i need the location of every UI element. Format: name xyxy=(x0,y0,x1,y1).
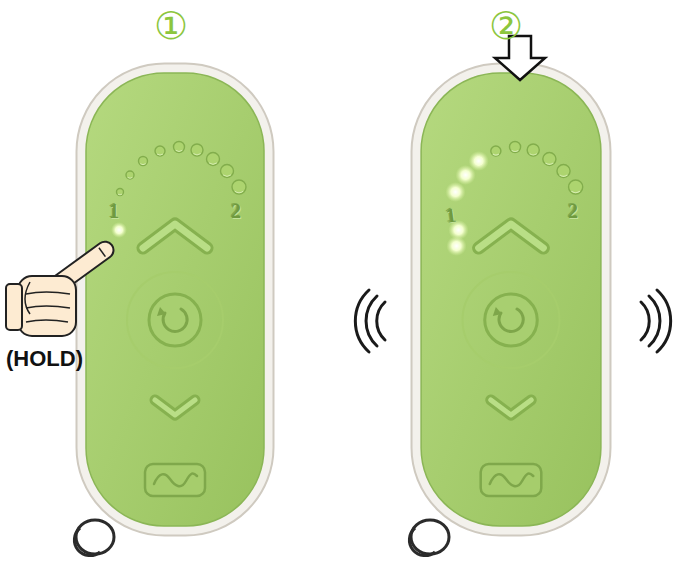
led xyxy=(557,165,570,178)
led-highlight xyxy=(209,163,217,164)
led-glow xyxy=(446,236,466,256)
led xyxy=(543,153,556,166)
vibrate-button xyxy=(145,464,205,496)
remote-face xyxy=(421,73,601,526)
led xyxy=(232,180,246,194)
center-button xyxy=(485,294,538,346)
remote-outline xyxy=(410,62,612,537)
led-highlight xyxy=(545,163,553,164)
channel-number: 2 xyxy=(231,200,241,223)
led-glow xyxy=(111,222,127,238)
led xyxy=(117,189,124,196)
led-highlight xyxy=(223,175,231,176)
center-button xyxy=(149,294,201,346)
key-ring xyxy=(409,520,449,556)
led-highlight xyxy=(571,191,579,192)
remote-control: 12 xyxy=(75,62,275,537)
up-button xyxy=(143,224,207,248)
dial-ring xyxy=(127,272,223,368)
led xyxy=(207,153,220,166)
channel-number: 1 xyxy=(109,200,119,223)
instruction-label: (HOLD) xyxy=(6,346,83,372)
vibration-waves xyxy=(355,290,670,352)
wave-icon xyxy=(490,473,533,486)
led-highlight xyxy=(118,194,122,196)
led-highlight xyxy=(512,150,519,151)
led-highlight xyxy=(530,154,537,155)
led xyxy=(221,165,234,178)
key-ring xyxy=(74,520,114,556)
channel-number: 2 xyxy=(568,200,578,223)
up-button-highlight xyxy=(479,224,544,248)
up-button xyxy=(479,224,544,248)
vibrate-button xyxy=(481,464,542,496)
up-button-highlight xyxy=(143,224,207,248)
led-highlight xyxy=(128,177,133,179)
led-highlight xyxy=(493,154,499,155)
led-highlight xyxy=(235,191,243,192)
led-glow xyxy=(445,182,465,202)
led xyxy=(191,144,203,156)
remote-casing xyxy=(412,64,611,536)
refresh-icon xyxy=(499,309,523,331)
refresh-arrowhead xyxy=(157,307,166,316)
led xyxy=(509,142,520,153)
wave-icon xyxy=(154,473,197,486)
led xyxy=(527,144,539,156)
led-highlight xyxy=(193,154,200,155)
down-button-highlight xyxy=(491,400,531,415)
led-highlight xyxy=(176,150,183,151)
led-highlight xyxy=(157,154,163,155)
remote-face xyxy=(86,73,264,526)
led xyxy=(126,171,134,179)
step-number: ① xyxy=(154,4,188,48)
remote-outline xyxy=(75,62,275,537)
led-highlight xyxy=(560,175,568,176)
led xyxy=(139,157,148,166)
down-button xyxy=(155,400,195,415)
led xyxy=(569,180,583,194)
dial-ring xyxy=(463,272,560,368)
remote-casing xyxy=(77,64,274,536)
down-button-highlight xyxy=(155,400,195,415)
led-glow xyxy=(469,151,489,171)
led xyxy=(174,142,185,153)
refresh-arrowhead xyxy=(493,307,502,316)
remote-control: 12 xyxy=(410,62,612,537)
led xyxy=(155,146,165,156)
led xyxy=(491,146,501,156)
step-number: ② xyxy=(489,4,523,48)
refresh-icon xyxy=(163,309,187,331)
down-button xyxy=(491,400,531,415)
led-highlight xyxy=(140,163,145,165)
